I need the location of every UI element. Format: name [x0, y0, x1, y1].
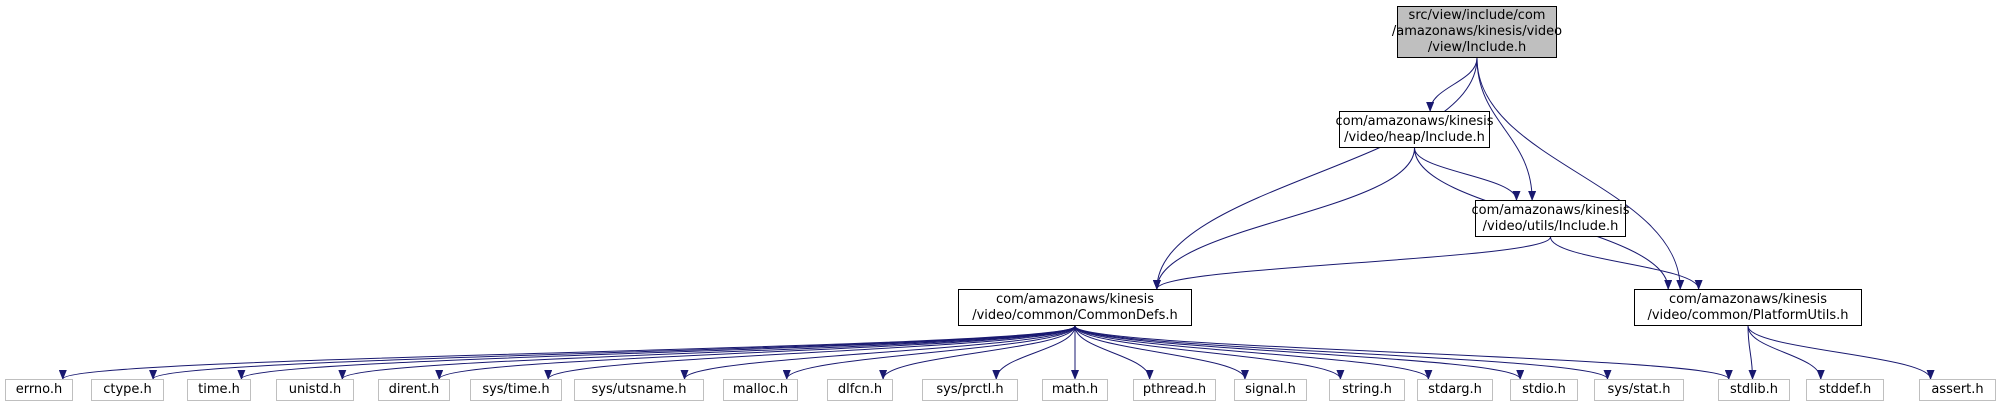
edge-heap_include-to-utils_include — [1414, 147, 1521, 201]
edge-commondefs-to-unistd — [338, 325, 1076, 380]
edge-platformutils-to-assert — [1747, 325, 1935, 380]
node-utils-include[interactable]: com/amazonaws/kinesis /video/utils/Inclu… — [1471, 200, 1630, 237]
node-commondefs[interactable]: com/amazonaws/kinesis /video/common/Comm… — [958, 289, 1192, 326]
node-dirent[interactable]: dirent.h — [378, 379, 450, 401]
edge-view_include-to-utils_include — [1476, 57, 1537, 201]
edge-utils_include-to-commondefs — [1153, 236, 1551, 290]
edge-commondefs-to-dlfcn — [879, 325, 1076, 380]
node-errno[interactable]: errno.h — [5, 379, 73, 401]
edge-commondefs-to-systime — [544, 325, 1076, 380]
edge-heap_include-to-commondefs — [1152, 147, 1415, 290]
edge-view_include-to-platformutils — [1476, 57, 1685, 290]
edge-commondefs-to-sysstat — [1074, 325, 1612, 380]
node-stdarg[interactable]: stdarg.h — [1417, 379, 1493, 401]
node-stdio[interactable]: stdio.h — [1510, 379, 1578, 401]
node-signal[interactable]: signal.h — [1234, 379, 1307, 401]
node-stdlib[interactable]: stdlib.h — [1718, 379, 1790, 401]
node-systime[interactable]: sys/time.h — [470, 379, 562, 401]
node-sysprctl[interactable]: sys/prctl.h — [922, 379, 1018, 401]
node-dlfcn[interactable]: dlfcn.h — [827, 379, 893, 401]
edge-utils_include-to-platformutils — [1550, 236, 1703, 290]
node-view-include[interactable]: src/view/include/com /amazonaws/kinesis/… — [1392, 6, 1562, 58]
node-pthread[interactable]: pthread.h — [1133, 379, 1216, 401]
node-sysutsname[interactable]: sys/utsname.h — [574, 379, 704, 401]
edge-platformutils-to-stddef — [1747, 325, 1825, 380]
edge-commondefs-to-string — [1074, 325, 1345, 380]
node-unistd[interactable]: unistd.h — [276, 379, 354, 401]
edge-commondefs-to-pthread — [1074, 325, 1154, 380]
edge-commondefs-to-dirent — [435, 325, 1076, 380]
edge-commondefs-to-stdio — [1074, 325, 1525, 380]
edge-commondefs-to-signal — [1074, 325, 1249, 380]
node-sysstat[interactable]: sys/stat.h — [1594, 379, 1684, 401]
node-string[interactable]: string.h — [1329, 379, 1405, 401]
node-assert[interactable]: assert.h — [1919, 379, 1996, 401]
edge-view_include-to-commondefs — [1152, 57, 1478, 290]
edge-commondefs-to-malloc — [782, 325, 1076, 380]
node-heap-include[interactable]: com/amazonaws/kinesis /video/heap/Includ… — [1335, 111, 1494, 148]
edge-commondefs-to-time — [237, 325, 1076, 380]
node-platformutils[interactable]: com/amazonaws/kinesis /video/common/Plat… — [1634, 289, 1862, 326]
node-stddef[interactable]: stddef.h — [1806, 379, 1884, 401]
node-time[interactable]: time.h — [187, 379, 251, 401]
edge-commondefs-to-stdarg — [1074, 325, 1433, 380]
edge-platformutils-to-stdlib — [1747, 325, 1757, 380]
edge-commondefs-to-sysprctl — [992, 325, 1076, 380]
node-math[interactable]: math.h — [1042, 379, 1108, 401]
node-ctype[interactable]: ctype.h — [91, 379, 164, 401]
node-malloc[interactable]: malloc.h — [723, 379, 798, 401]
edge-commondefs-to-sysutsname — [680, 325, 1076, 380]
edge-view_include-to-heap_include — [1426, 57, 1478, 112]
edge-commondefs-to-stdlib — [1074, 325, 1733, 380]
edge-commondefs-to-ctype — [149, 325, 1076, 380]
